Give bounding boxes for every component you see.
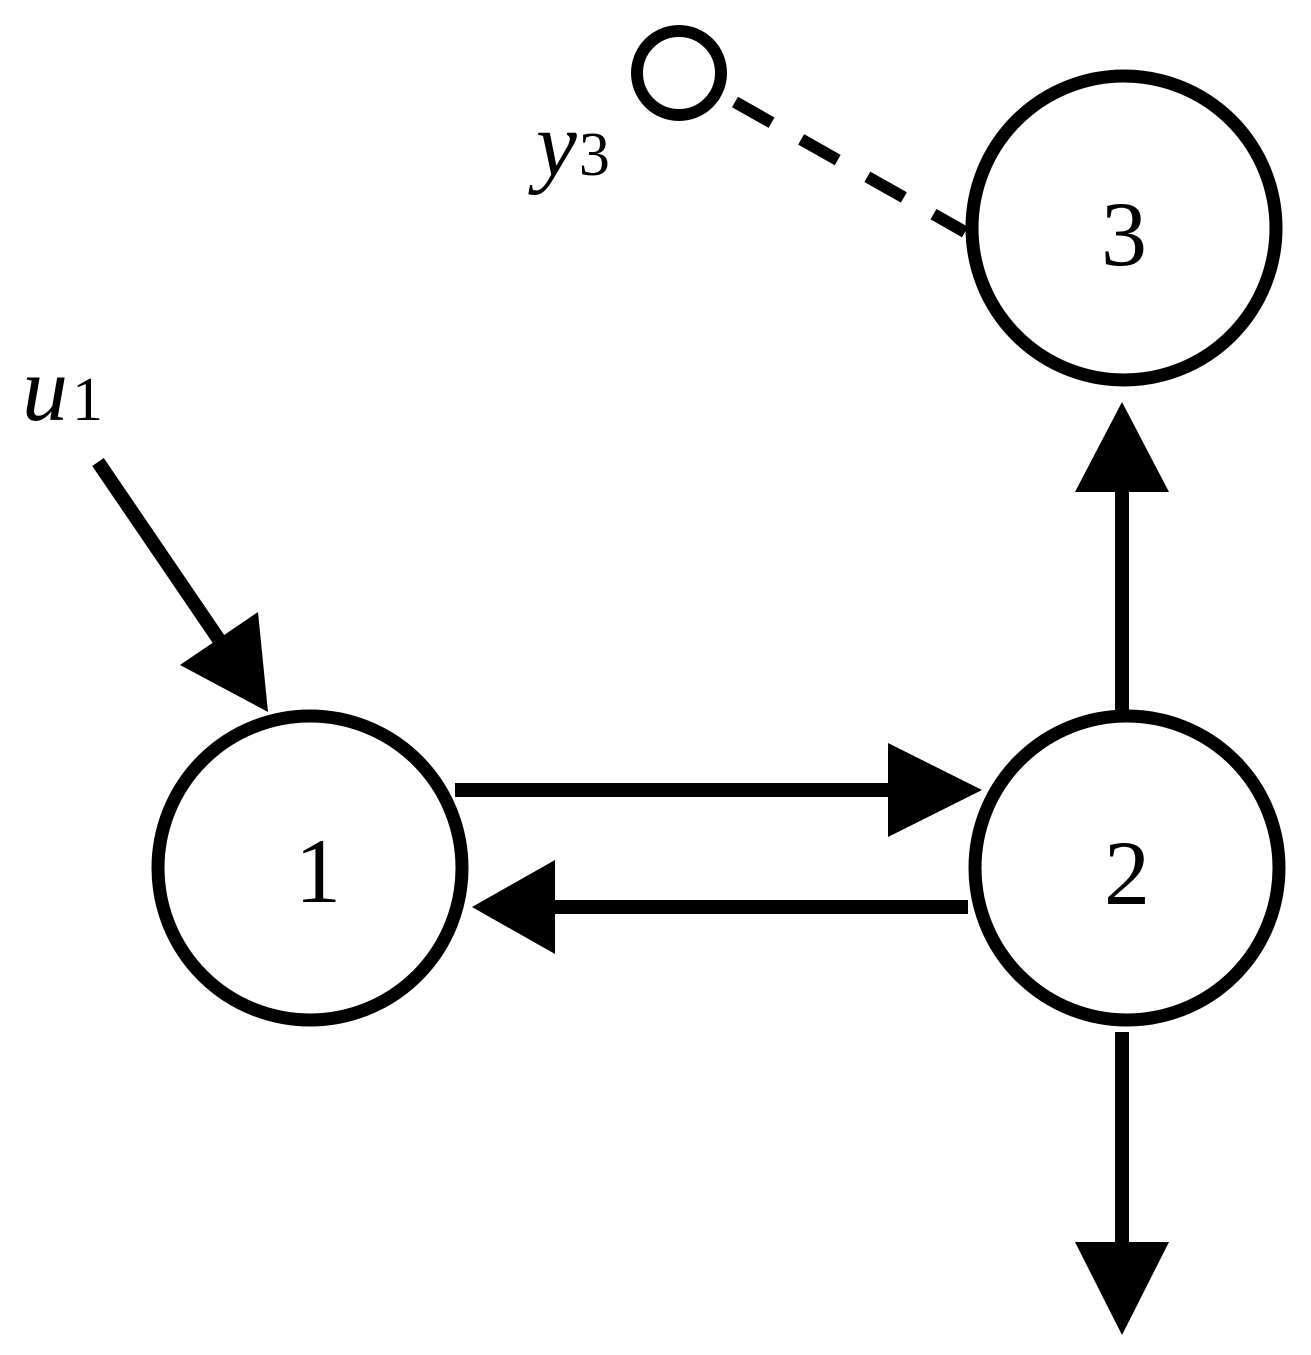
input-symbol: u <box>22 338 68 440</box>
node-1: 1 <box>151 709 469 1027</box>
node-3-circle <box>965 69 1283 387</box>
input-subscript: 1 <box>72 366 103 434</box>
edge-2-to-3-arrowhead <box>1075 402 1169 492</box>
measurement-dashed-line <box>732 96 968 238</box>
node-2-circle <box>968 709 1286 1027</box>
input-arrow-shaft <box>92 458 232 654</box>
node-3: 3 <box>965 69 1283 387</box>
input-arrow-u1 <box>92 458 268 712</box>
output-label: y3 <box>528 93 610 195</box>
edge-1-to-2 <box>455 743 982 837</box>
output-sensor-circle <box>631 25 727 121</box>
edge-2-outflow <box>1075 1032 1169 1335</box>
node-3-label: 3 <box>1101 183 1147 285</box>
edge-2-outflow-arrowhead <box>1075 1242 1169 1335</box>
edge-1-to-2-arrowhead <box>888 743 982 837</box>
output-subscript: 3 <box>579 121 610 189</box>
output-symbol: y <box>528 93 577 195</box>
input-label: u1 <box>22 338 103 440</box>
edge-2-to-1 <box>472 860 968 954</box>
node-2: 2 <box>968 709 1286 1027</box>
node-1-circle <box>151 709 469 1027</box>
edge-2-to-3 <box>1075 402 1169 712</box>
input-arrowhead <box>180 612 268 712</box>
edge-2-to-1-arrowhead <box>472 860 555 954</box>
node-1-label: 1 <box>295 820 341 922</box>
node-2-label: 2 <box>1104 822 1150 924</box>
